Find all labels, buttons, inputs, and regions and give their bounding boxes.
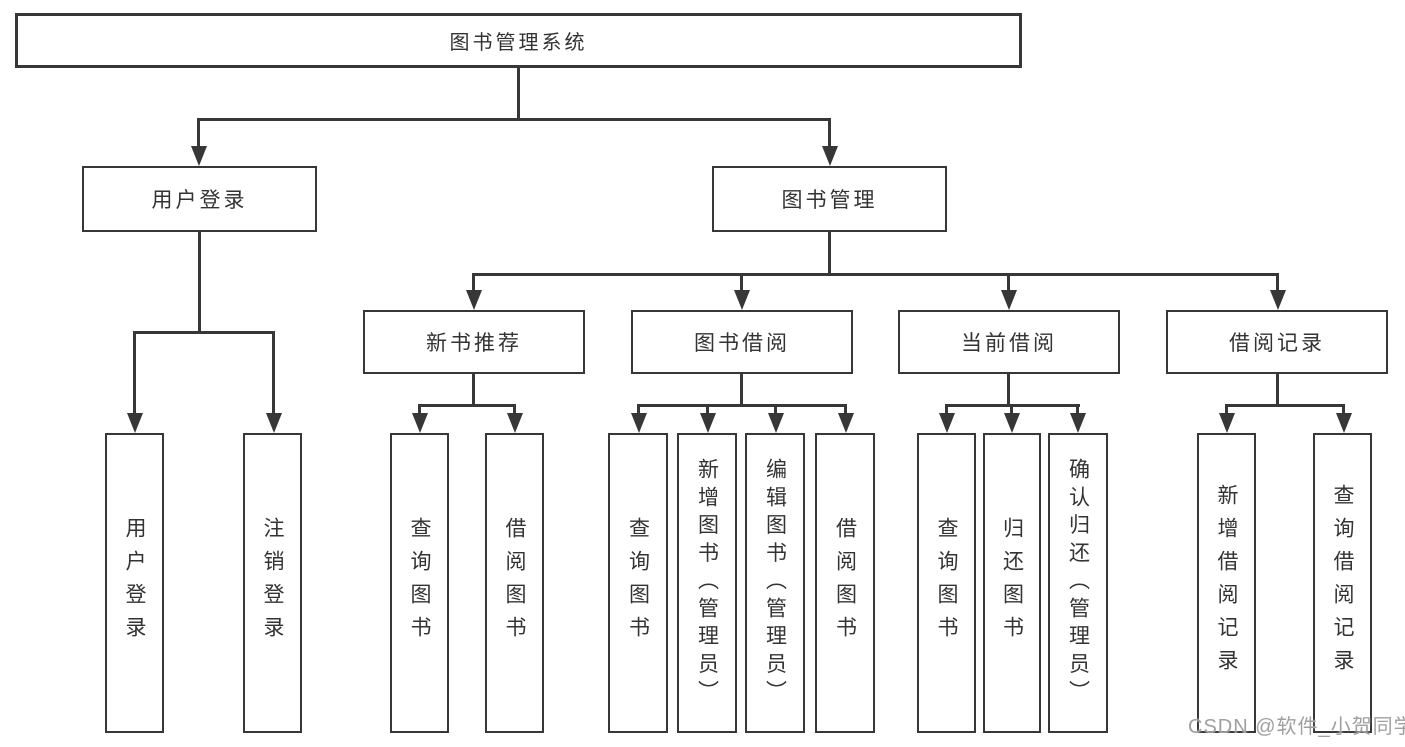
- connector-line: [637, 404, 847, 407]
- connector-line: [133, 331, 275, 334]
- node-root-label: 图书管理系统: [449, 32, 588, 54]
- connector-line: [706, 404, 709, 416]
- leaf-borrow-query-books-label: 查询图书: [626, 517, 650, 649]
- arrow-head: [507, 413, 523, 433]
- node-borrowing-records-label: 借阅记录: [1229, 332, 1325, 355]
- connector-line: [828, 230, 831, 276]
- node-borrowing-records: 借阅记录: [1166, 310, 1388, 374]
- leaf-recommend-borrow-books: 借阅图书: [485, 433, 544, 733]
- connector-line: [740, 273, 743, 294]
- leaf-recommend-query-books: 查询图书: [390, 433, 449, 733]
- leaf-borrow-edit-books: 编辑图书（管理员）: [745, 433, 805, 733]
- connector-line: [472, 273, 475, 294]
- arrow-head: [734, 290, 750, 310]
- node-new-book-recommend-label: 新书推荐: [426, 332, 522, 355]
- node-book-management: 图书管理: [712, 166, 947, 232]
- connector-line: [945, 404, 948, 416]
- leaf-records-query-record-label: 查询借阅记录: [1331, 484, 1355, 682]
- leaf-current-return-books-label: 归还图书: [1000, 517, 1024, 649]
- leaf-borrow-edit-books-label: 编辑图书（管理员）: [763, 458, 787, 708]
- node-current-borrowing: 当前借阅: [898, 310, 1120, 374]
- leaf-current-confirm-return: 确认归还（管理员）: [1048, 433, 1108, 733]
- arrow-head: [1270, 290, 1286, 310]
- node-root: 图书管理系统: [15, 13, 1022, 68]
- connector-line: [828, 118, 831, 150]
- leaf-records-query-record: 查询借阅记录: [1313, 433, 1372, 733]
- connector-line: [1007, 372, 1010, 407]
- connector-line: [1007, 273, 1010, 294]
- connector-line: [418, 404, 421, 416]
- arrow-head: [838, 413, 854, 433]
- arrow-head: [1004, 413, 1020, 433]
- arrow-head: [768, 413, 784, 433]
- leaf-user-login: 用户登录: [105, 433, 164, 733]
- connector-line: [1010, 404, 1013, 416]
- leaf-borrow-borrow-books-label: 借阅图书: [833, 517, 857, 649]
- leaf-user-login-label: 用户登录: [123, 517, 147, 649]
- node-new-book-recommend: 新书推荐: [363, 310, 585, 374]
- connector-line: [1276, 273, 1279, 294]
- leaf-logout-label: 注销登录: [261, 517, 285, 649]
- leaf-current-return-books: 归还图书: [983, 433, 1041, 733]
- arrow-head: [1070, 413, 1086, 433]
- connector-line: [844, 404, 847, 416]
- arrow-head: [127, 413, 143, 433]
- connector-line: [774, 404, 777, 416]
- arrow-head: [412, 413, 428, 433]
- leaf-recommend-query-books-label: 查询图书: [408, 517, 432, 649]
- arrow-head: [466, 290, 482, 310]
- leaf-recommend-borrow-books-label: 借阅图书: [503, 517, 527, 649]
- arrow-head: [1219, 413, 1235, 433]
- node-user-login-label: 用户登录: [151, 189, 248, 212]
- connector-line: [517, 66, 520, 120]
- connector-line: [513, 404, 516, 416]
- connector-line: [472, 273, 1279, 276]
- leaf-borrow-add-books-label: 新增图书（管理员）: [695, 458, 719, 708]
- connector-line: [472, 372, 475, 407]
- leaf-borrow-query-books: 查询图书: [608, 433, 668, 733]
- connector-line: [740, 372, 743, 407]
- leaf-current-query-books: 查询图书: [917, 433, 976, 733]
- connector-line: [197, 118, 200, 150]
- leaf-records-add-record-label: 新增借阅记录: [1215, 484, 1239, 682]
- leaf-borrow-borrow-books: 借阅图书: [815, 433, 875, 733]
- arrow-head: [266, 413, 282, 433]
- connector-line: [418, 404, 516, 407]
- connector-line: [1076, 404, 1079, 416]
- connector-line: [1342, 404, 1345, 416]
- leaf-logout: 注销登录: [243, 433, 302, 733]
- arrow-head: [822, 146, 838, 166]
- leaf-records-add-record: 新增借阅记录: [1197, 433, 1256, 733]
- leaf-current-confirm-return-label: 确认归还（管理员）: [1066, 458, 1090, 708]
- connector-line: [1225, 404, 1228, 416]
- connector-line: [272, 331, 275, 415]
- leaf-current-query-books-label: 查询图书: [935, 517, 959, 649]
- connector-line: [1276, 372, 1279, 407]
- connector-line: [198, 230, 201, 334]
- leaf-borrow-add-books: 新增图书（管理员）: [677, 433, 737, 733]
- connector-line: [133, 331, 136, 415]
- watermark: CSDN @软件_小贺同学: [1188, 716, 1405, 738]
- node-book-borrowing: 图书借阅: [631, 310, 853, 374]
- connector-line: [197, 118, 831, 121]
- arrow-head: [939, 413, 955, 433]
- node-book-management-label: 图书管理: [781, 189, 878, 212]
- arrow-head: [1336, 413, 1352, 433]
- arrow-head: [631, 413, 647, 433]
- node-current-borrowing-label: 当前借阅: [961, 332, 1057, 355]
- connector-line: [1225, 404, 1345, 407]
- node-book-borrowing-label: 图书借阅: [694, 332, 790, 355]
- arrow-head: [191, 146, 207, 166]
- arrow-head: [700, 413, 716, 433]
- connector-line: [637, 404, 640, 416]
- node-user-login: 用户登录: [82, 166, 317, 232]
- arrow-head: [1001, 290, 1017, 310]
